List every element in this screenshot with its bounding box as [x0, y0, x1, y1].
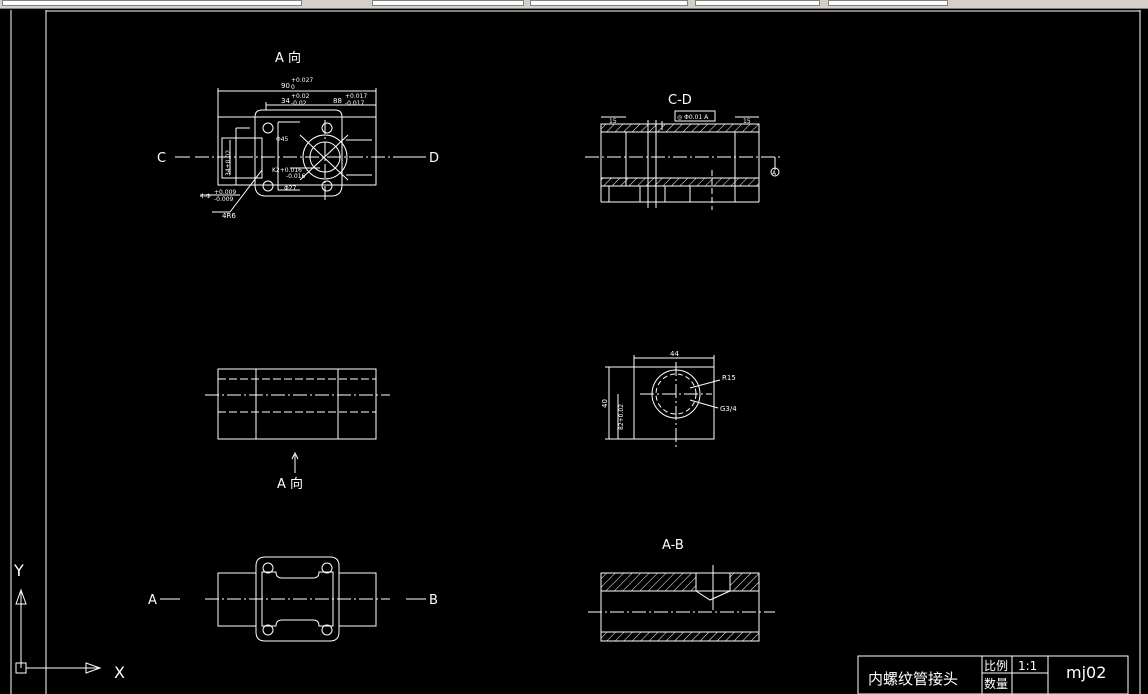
dim-r15: R15 — [722, 374, 736, 382]
view-top — [160, 556, 426, 642]
toolbar-strip — [0, 0, 1148, 9]
title-qty-label: 数量 — [984, 676, 1008, 691]
plotstyle-dropdown[interactable] — [828, 0, 948, 6]
view-side — [605, 355, 721, 450]
dim-hole-tol: K2+0.016 — [272, 167, 302, 174]
dim-hole-tol-lower: -0.016 — [286, 173, 306, 180]
section-ab-title: A-B — [662, 538, 684, 553]
dim-34: 34 — [281, 97, 290, 105]
section-cd-title: C-D — [668, 93, 692, 108]
linetype-dropdown[interactable] — [530, 0, 688, 6]
dim-15-left: 15 — [609, 118, 617, 125]
dim-vert-label: 82+0.02 — [618, 404, 625, 430]
cut-label-b: B — [429, 593, 438, 608]
view-a-title: A 向 — [275, 50, 301, 66]
ucs-x-label: X — [114, 663, 125, 682]
dim-holes-4-upper: +0.009 — [214, 189, 236, 196]
view-front — [205, 368, 390, 473]
dim-phi27: Φ27 — [284, 185, 297, 192]
title-drawing-no: mj02 — [1066, 663, 1106, 682]
dim-g34: G3/4 — [720, 405, 737, 413]
lineweight-dropdown[interactable] — [695, 0, 820, 6]
color-dropdown[interactable] — [372, 0, 524, 6]
section-ab — [588, 565, 775, 642]
section-cd — [585, 110, 782, 210]
tolerance-frame: ◎ Φ0.01 A — [677, 114, 709, 121]
ucs-icon — [15, 588, 102, 674]
dim-width-90: 90 — [281, 82, 290, 90]
dim-left-vertical: 34±0.02 — [225, 150, 232, 176]
dim-44: 44 — [670, 350, 679, 358]
dim-88: 88 — [333, 97, 342, 105]
cut-label-a: A — [148, 593, 157, 608]
dim-88-tol-upper: +0.017 — [345, 93, 367, 100]
dim-holes-4-lower: -0.009 — [214, 196, 234, 203]
drawing-canvas[interactable]: A 向 A 向 C-D A-B C D A B 90 +0.027 0 34 +… — [0, 8, 1148, 694]
title-scale-value: 1:1 — [1018, 659, 1037, 673]
title-part-name: 内螺纹管接头 — [868, 670, 958, 688]
cut-label-c: C — [157, 151, 166, 166]
dim-width-90-tol-upper: +0.027 — [291, 77, 313, 84]
dim-radius-4r6: 4R6 — [222, 212, 236, 220]
title-block — [857, 655, 1129, 694]
dim-holes-4: 4-Φ — [200, 193, 211, 200]
dim-phi45: Φ45 — [276, 136, 289, 143]
dim-40: 40 — [601, 399, 609, 408]
datum-label: A — [772, 170, 777, 177]
view-a-top — [175, 88, 426, 213]
dim-34-tol-lower: -0.02 — [291, 100, 307, 107]
title-scale-label: 比例 — [984, 659, 1008, 673]
ucs-y-label: Y — [13, 561, 24, 580]
dim-15-right: 15 — [743, 118, 751, 125]
dim-34-tol-upper: +0.02 — [291, 93, 310, 100]
cut-label-d: D — [429, 151, 439, 166]
dim-88-tol-lower: -0.017 — [345, 100, 365, 107]
dim-width-90-tol-lower: 0 — [291, 84, 295, 91]
layer-dropdown[interactable] — [2, 0, 302, 6]
view-a-arrow-label: A 向 — [277, 476, 303, 492]
